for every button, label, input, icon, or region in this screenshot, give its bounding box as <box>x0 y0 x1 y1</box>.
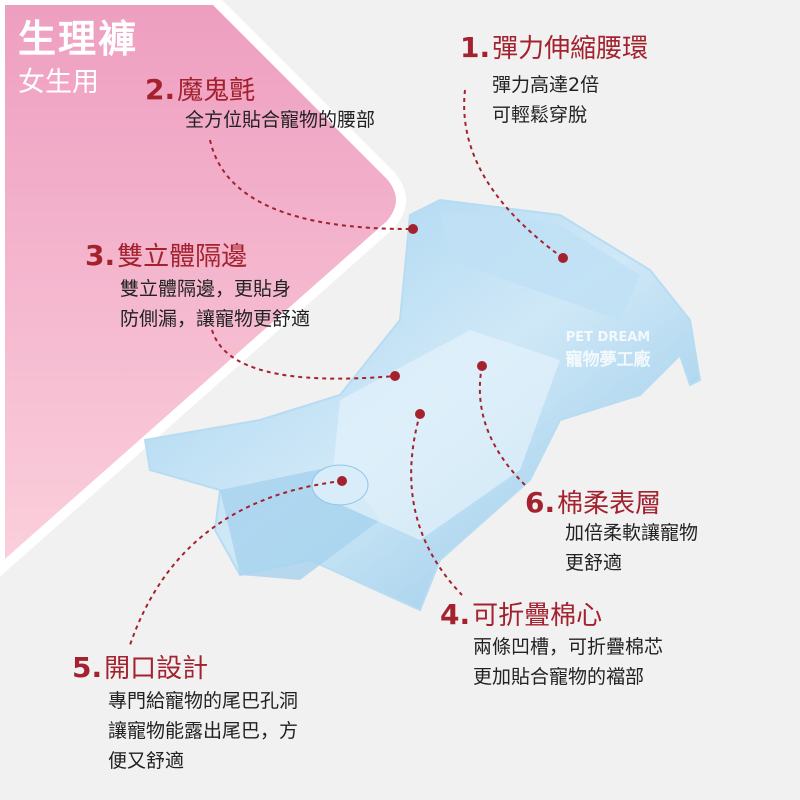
feature-5-heading: 5.開口設計 <box>72 651 209 684</box>
feature-2-heading: 2.魔鬼氈 <box>145 73 256 106</box>
feature-4-desc: 兩條凹槽，可折疊棉芯更加貼合寵物的襠部 <box>473 636 664 688</box>
feature-2-desc: 全方位貼合寵物的腰部 <box>185 109 376 131</box>
feature-3-heading: 3.雙立體隔邊 <box>85 239 248 272</box>
callout-lines <box>129 89 564 646</box>
feature-1-heading: 1.彈力伸縮腰環 <box>460 31 649 64</box>
callout-dots <box>337 224 568 486</box>
feature-4-heading: 4.可折疊棉心 <box>440 598 603 631</box>
feature-6-desc: 加倍柔軟讓寵物更舒適 <box>565 522 699 574</box>
page-title: 生理褲 <box>18 17 139 61</box>
page-subtitle: 女生用 <box>18 67 99 98</box>
feature-3-desc: 雙立體隔邊，更貼身防側漏，讓寵物更舒適 <box>120 278 311 330</box>
feature-6-heading: 6.棉柔表層 <box>525 486 662 519</box>
feature-5-desc: 專門給寵物的尾巴孔洞讓寵物能露出尾巴，方便又舒適 <box>108 690 299 772</box>
feature-1-desc: 彈力高達2倍可輕鬆穿脫 <box>492 74 600 126</box>
diaper-image <box>143 198 702 612</box>
pink-panel <box>0 0 406 577</box>
